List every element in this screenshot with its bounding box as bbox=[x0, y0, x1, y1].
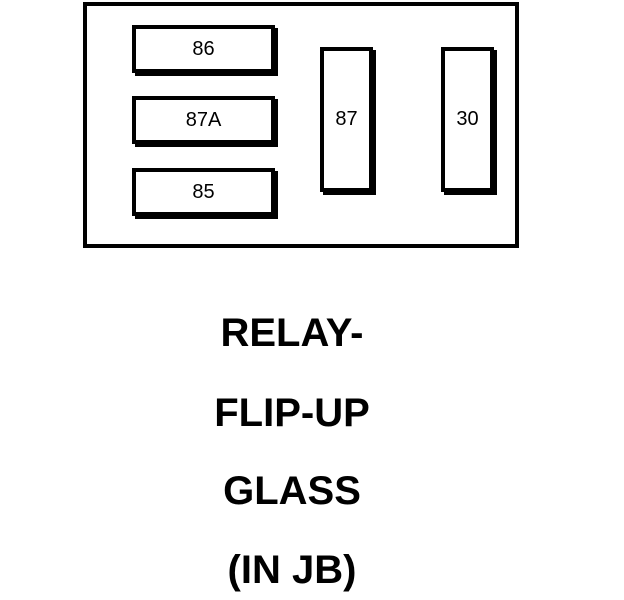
terminal-87a-label: 87A bbox=[185, 108, 222, 131]
relay-housing bbox=[83, 2, 519, 248]
caption-line-3: GLASS bbox=[223, 469, 361, 513]
terminal-30: 30 bbox=[441, 47, 494, 192]
caption-line-4: (IN JB) bbox=[227, 548, 357, 592]
caption-line-1: RELAY- bbox=[220, 311, 364, 355]
terminal-86-label: 86 bbox=[192, 37, 215, 60]
terminal-85: 85 bbox=[132, 168, 275, 216]
terminal-87-label: 87 bbox=[335, 108, 358, 130]
terminal-87: 87 bbox=[320, 47, 373, 192]
terminal-86: 86 bbox=[132, 25, 275, 73]
terminal-87a: 87A bbox=[132, 96, 275, 144]
terminal-85-label: 85 bbox=[192, 180, 215, 203]
caption-line-2: FLIP-UP bbox=[214, 391, 370, 435]
terminal-30-label: 30 bbox=[456, 108, 479, 130]
